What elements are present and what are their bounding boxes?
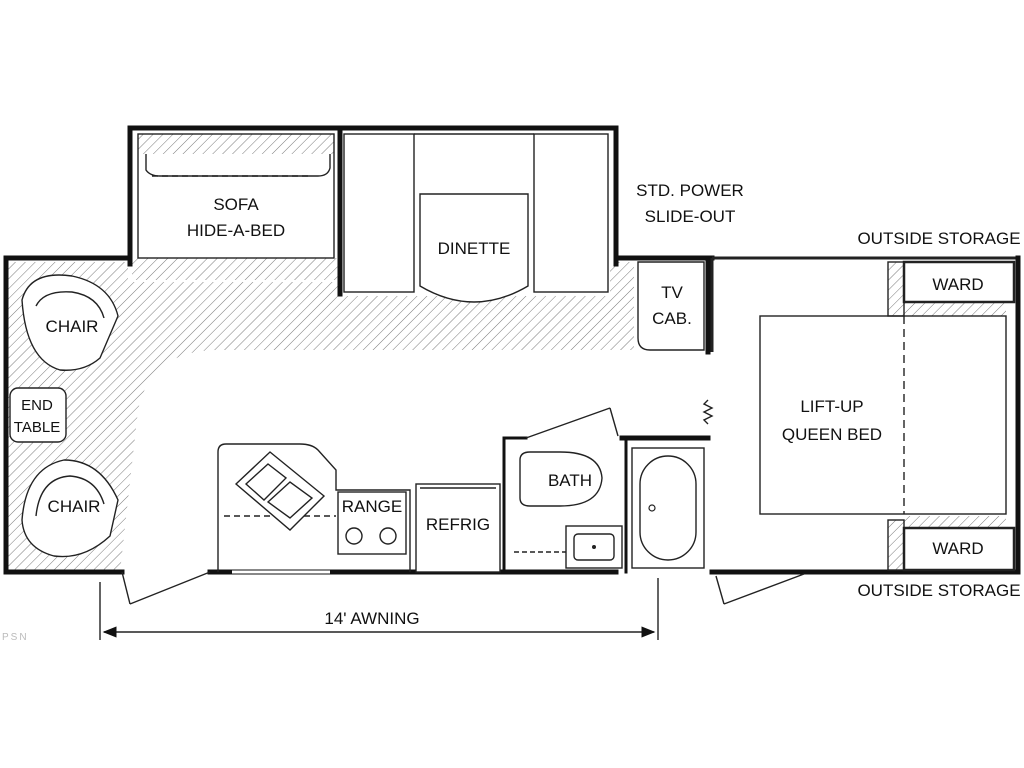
end-table-label-line2: TABLE — [14, 419, 60, 436]
tv-cab-label-line1: TV — [661, 283, 683, 302]
range-label: RANGE — [342, 497, 402, 516]
slide-out-label-line2: SLIDE-OUT — [645, 207, 736, 226]
ward-bottom-shelf-hatch — [904, 516, 1006, 528]
refrig-label: REFRIG — [426, 515, 490, 534]
kitchen-counter: RANGE — [217, 443, 411, 572]
slide-out-label-line1: STD. POWER — [636, 181, 744, 200]
living-floor-hatch — [8, 262, 634, 572]
wardrobe-bottom: WARD — [887, 519, 1016, 572]
sofa-front-hatch — [132, 258, 338, 280]
ward-bottom-label: WARD — [932, 539, 983, 558]
tv-cabinet: TV CAB. — [637, 261, 705, 351]
bed-label-line2: QUEEN BED — [782, 425, 882, 444]
rear-door — [715, 573, 805, 605]
entry-door — [121, 571, 211, 605]
bed-wall-hatch-top — [888, 262, 904, 316]
psn-watermark: PSN — [2, 632, 29, 643]
bed-wall-hatch-bottom — [888, 520, 904, 570]
bath-sink — [565, 525, 623, 569]
outside-storage-bottom-label: OUTSIDE STORAGE — [857, 581, 1020, 600]
bedroom: LIFT-UP QUEEN BED WARD WARD — [710, 258, 1016, 572]
dinette: DINETTE — [343, 133, 609, 303]
bath-label: BATH — [548, 471, 592, 490]
ward-top-label: WARD — [932, 275, 983, 294]
end-table-label-line1: END — [21, 397, 53, 414]
bathroom: BATH — [502, 399, 714, 574]
bathtub-shower — [631, 447, 705, 569]
chair-top: CHAIR — [21, 274, 119, 371]
sofa-hide-a-bed: SOFA HIDE-A-BED — [137, 133, 335, 259]
kitchen-sink — [234, 451, 326, 531]
sofa-back-hatch — [138, 134, 334, 154]
chair-top-label: CHAIR — [46, 317, 99, 336]
floor-hatching — [8, 134, 1006, 572]
outside-storage-top-label: OUTSIDE STORAGE — [857, 229, 1020, 248]
chair-bottom-label: CHAIR — [48, 497, 101, 516]
awning-dimension: 14' AWNING — [99, 578, 659, 640]
awning-label: 14' AWNING — [324, 609, 419, 628]
sofa-label-line2: HIDE-A-BED — [187, 221, 285, 240]
sofa-label-line1: SOFA — [213, 195, 259, 214]
ward-top-shelf-hatch — [904, 302, 1006, 316]
bed-label-line1: LIFT-UP — [800, 397, 863, 416]
chair-bottom: CHAIR — [21, 459, 119, 558]
tv-cab-label-line2: CAB. — [652, 309, 692, 328]
end-table: END TABLE — [9, 387, 67, 443]
dinette-label: DINETTE — [438, 239, 511, 258]
range-stove: RANGE — [337, 491, 407, 555]
toilet — [519, 451, 603, 507]
queen-bed: LIFT-UP QUEEN BED — [759, 315, 1007, 515]
refrigerator: REFRIG — [415, 483, 501, 573]
wardrobe-top: WARD — [887, 260, 1016, 317]
exterior-walls — [3, 125, 1021, 575]
